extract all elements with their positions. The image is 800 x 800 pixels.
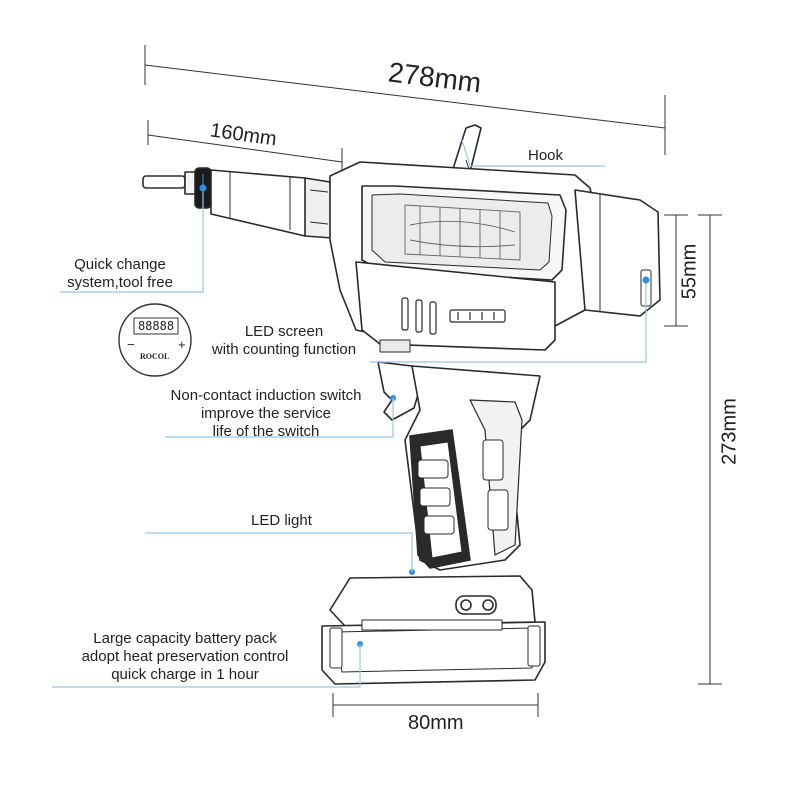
led-screen-line-1: LED screen	[244, 323, 324, 340]
hook-label: Hook	[528, 147, 564, 164]
display-plus: +	[178, 337, 186, 352]
dimension-overall-length	[144, 45, 666, 155]
body-height-label: 55mm	[678, 243, 701, 300]
switch-line-2: improve the service	[200, 405, 332, 422]
led-screen-line-2: with counting function	[211, 341, 357, 358]
battery-line-2: adopt heat preservation control	[81, 648, 289, 665]
total-height-label: 273mm	[718, 398, 741, 465]
display-minus: −	[127, 337, 135, 352]
led-display-inset	[118, 303, 192, 377]
rivet-gun-drawing	[142, 124, 661, 685]
display-digits: 88888	[137, 319, 175, 333]
led-light-label: LED light	[251, 512, 312, 529]
quick-change-line-1: Quick change	[74, 256, 166, 273]
battery-line-3: quick charge in 1 hour	[111, 666, 259, 683]
dimension-base-width	[332, 693, 539, 717]
switch-label: Non-contact induction switch improve the…	[150, 387, 382, 441]
leader-lines	[52, 139, 647, 688]
base-width-label: 80mm	[408, 712, 464, 734]
battery-label: Large capacity battery pack adopt heat p…	[60, 630, 310, 684]
switch-line-1: Non-contact induction switch	[170, 387, 362, 404]
dimension-body-height	[664, 214, 688, 327]
display-brand: ROCOL	[140, 352, 170, 361]
quick-change-line-2: system,tool free	[67, 274, 173, 291]
led-screen-label: LED screen with counting function	[196, 323, 372, 359]
leader-dots	[199, 184, 650, 284]
dimension-total-height	[698, 214, 722, 685]
quick-change-label: Quick change system,tool free	[60, 256, 180, 292]
battery-line-1: Large capacity battery pack	[93, 630, 277, 647]
switch-line-3: life of the switch	[212, 423, 320, 440]
